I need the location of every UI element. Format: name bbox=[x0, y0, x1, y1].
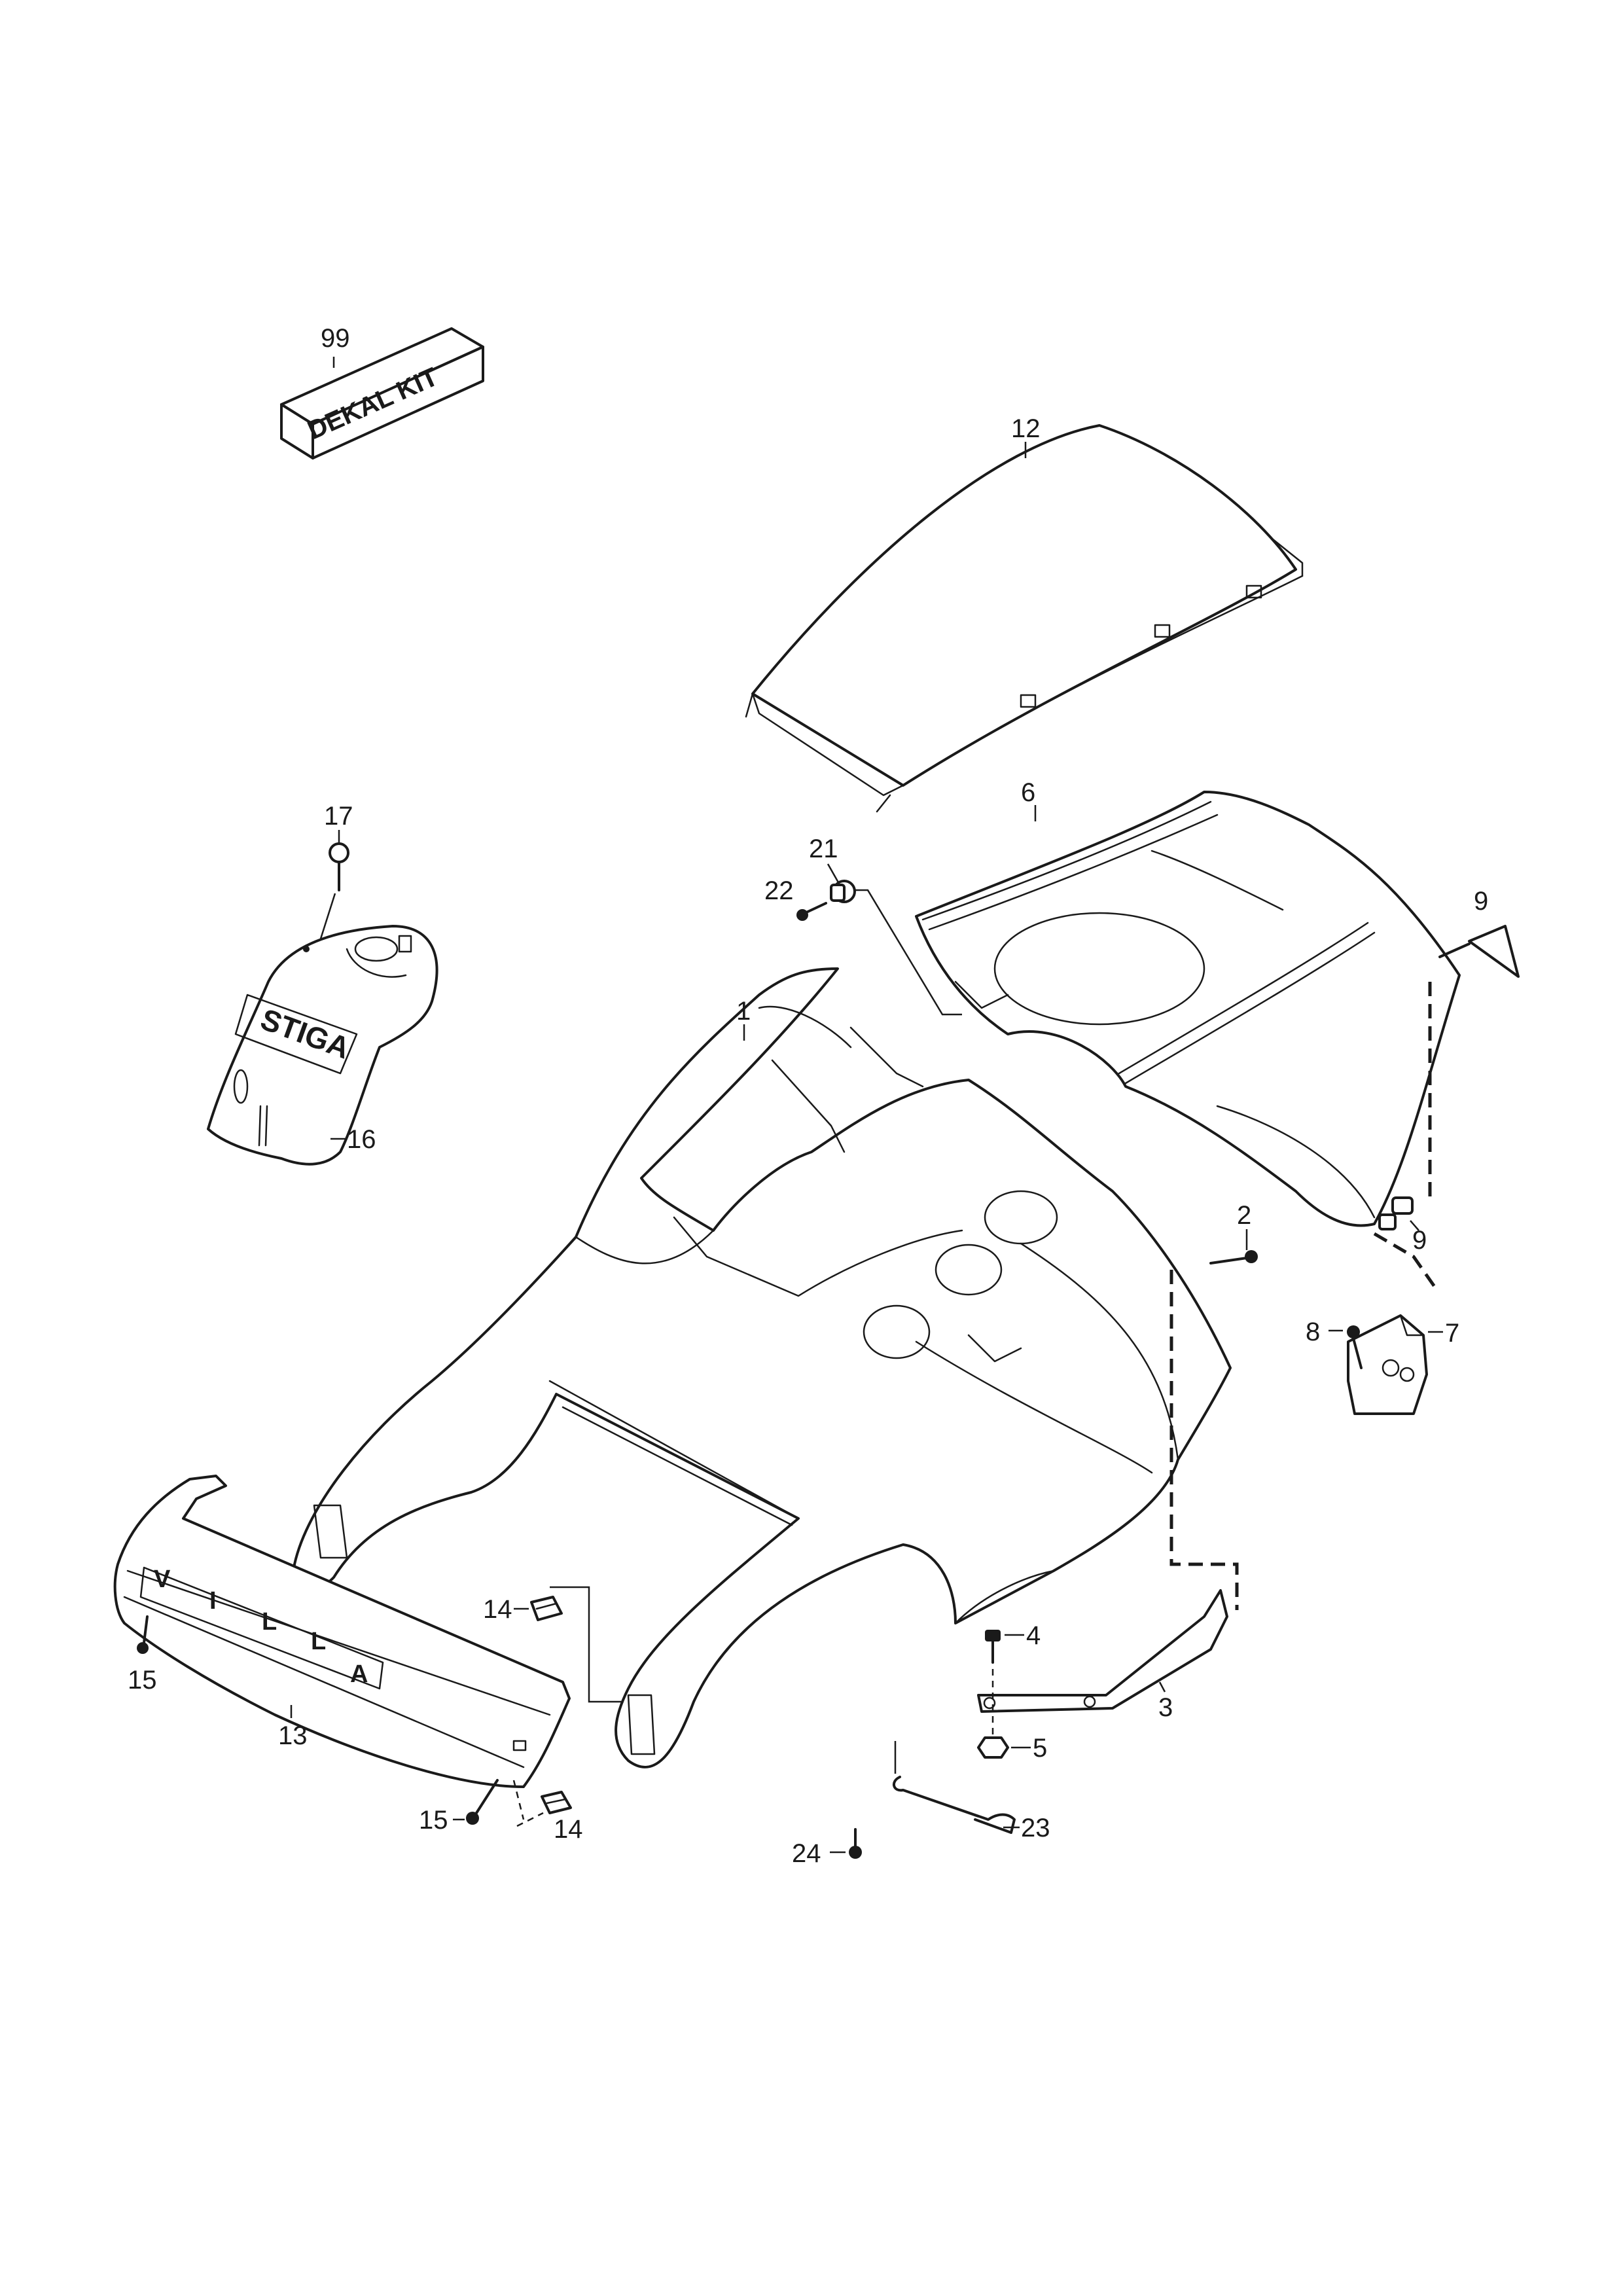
callout-9-lower: 9 bbox=[1412, 1226, 1427, 1255]
villa-letter: L bbox=[311, 1628, 326, 1655]
callout-21: 21 bbox=[809, 834, 838, 863]
villa-lettering: V I L L A bbox=[154, 1566, 368, 1688]
callout-4: 4 bbox=[1026, 1621, 1041, 1650]
part-15-screw-left bbox=[137, 1615, 149, 1654]
callout-14-lower: 14 bbox=[554, 1815, 583, 1844]
callout-6: 6 bbox=[1021, 778, 1035, 807]
part-9-latch-lower bbox=[1378, 1196, 1414, 1230]
callout-17: 17 bbox=[324, 802, 353, 831]
part-14-clip-lower bbox=[541, 1791, 572, 1814]
callout-7: 7 bbox=[1445, 1319, 1459, 1348]
callout-5: 5 bbox=[1033, 1734, 1047, 1763]
part-6-rear-fender bbox=[915, 791, 1461, 1227]
part-12-top-cover bbox=[745, 424, 1304, 813]
callout-9-upper: 9 bbox=[1474, 887, 1488, 916]
part-16-fuel-tank-cover: STIGA bbox=[207, 925, 438, 1166]
callout-24: 24 bbox=[792, 1839, 821, 1868]
villa-letter: I bbox=[209, 1587, 217, 1615]
part-15-screw-right bbox=[466, 1779, 499, 1825]
part-3-bracket bbox=[977, 1589, 1228, 1713]
callout-22: 22 bbox=[764, 876, 794, 905]
part-7-bracket bbox=[1347, 1314, 1428, 1415]
callout-8: 8 bbox=[1306, 1318, 1320, 1346]
part-1-main-body bbox=[293, 967, 1232, 1768]
villa-letter: L bbox=[262, 1608, 277, 1636]
callout-1: 1 bbox=[736, 997, 751, 1026]
callout-12: 12 bbox=[1011, 414, 1041, 443]
callout-13: 13 bbox=[278, 1721, 308, 1750]
part-17-screw bbox=[329, 842, 349, 891]
callout-2: 2 bbox=[1237, 1201, 1251, 1230]
callout-15-right: 15 bbox=[419, 1806, 448, 1835]
callout-15-left: 15 bbox=[128, 1666, 157, 1695]
decal-kit-box: DEKAL KIT bbox=[280, 327, 484, 459]
villa-letter: A bbox=[350, 1660, 368, 1688]
callout-99: 99 bbox=[321, 324, 350, 353]
part-13-front-bumper: V I L L A bbox=[113, 1475, 571, 1788]
part-23-rod bbox=[893, 1776, 1016, 1834]
part-21-bumper-stop bbox=[830, 880, 856, 903]
part-9-latch-upper bbox=[1438, 925, 1520, 978]
callout-3: 3 bbox=[1158, 1693, 1173, 1722]
part-8-screw bbox=[1347, 1325, 1363, 1369]
callout-14-upper: 14 bbox=[483, 1595, 512, 1624]
villa-letter: V bbox=[154, 1566, 171, 1593]
part-4-bolt bbox=[985, 1630, 1001, 1664]
part-24-screw bbox=[849, 1828, 862, 1859]
callout-16: 16 bbox=[347, 1125, 376, 1154]
part-14-clip-upper bbox=[530, 1596, 563, 1621]
part-5-nut bbox=[977, 1736, 1009, 1759]
part-2-screw bbox=[1209, 1250, 1258, 1265]
part-22-screw bbox=[796, 902, 827, 921]
callout-23: 23 bbox=[1021, 1814, 1050, 1842]
